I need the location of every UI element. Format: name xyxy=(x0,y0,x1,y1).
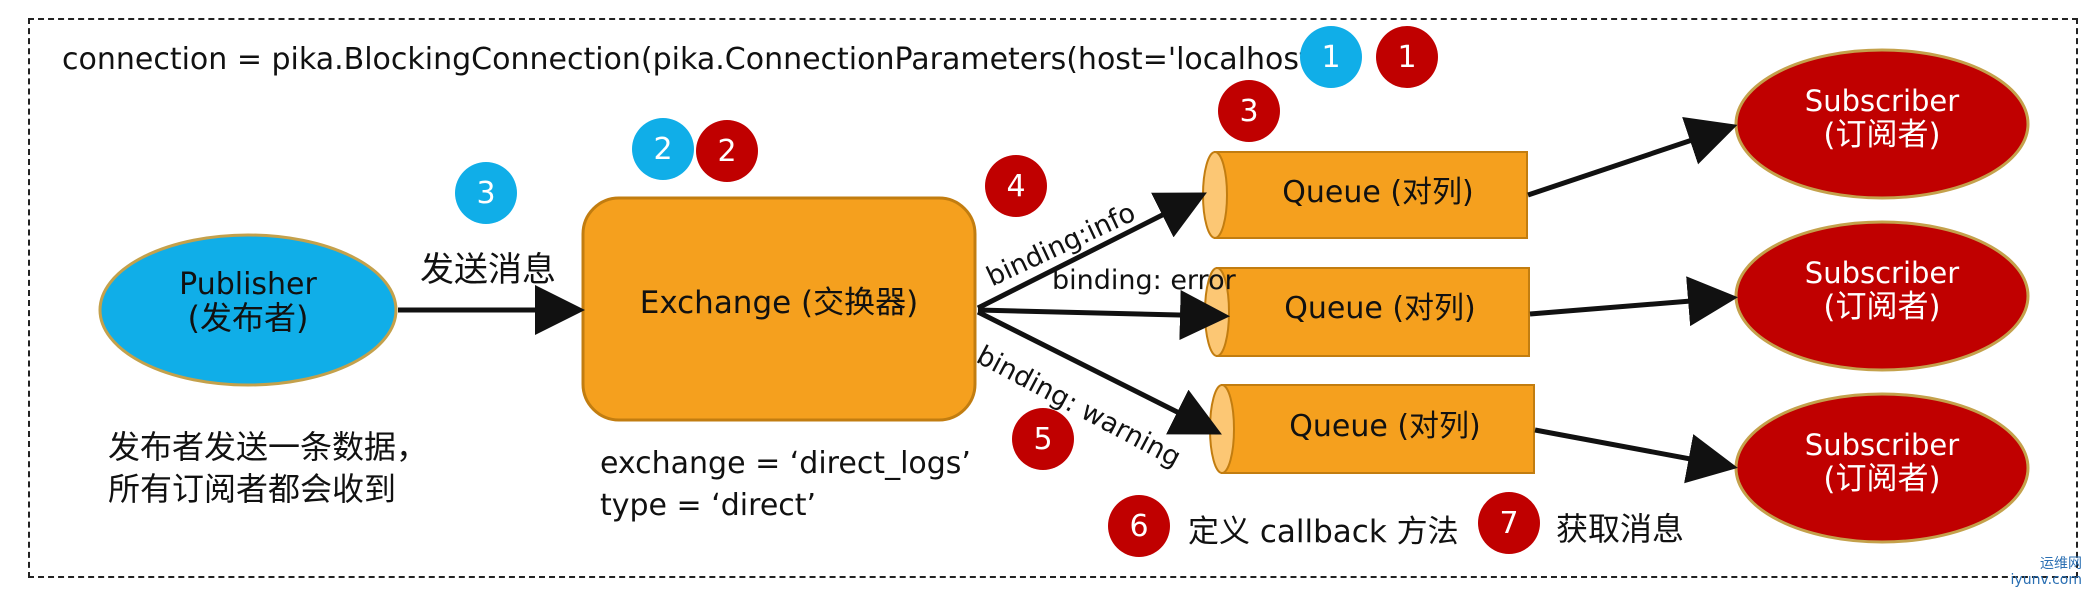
note-line1: 发布者发送一条数据， xyxy=(108,428,429,466)
subscriber-3-line2: (订阅者) xyxy=(1823,460,1941,497)
badge-step-7-red: 7 xyxy=(1478,492,1540,554)
arrow-queue2-to-subscriber2 xyxy=(1529,276,1738,327)
badge-step-5-red: 5 xyxy=(1012,408,1074,470)
watermark-line1: 运维网 xyxy=(2040,556,2082,573)
subscriber-2-line2: (订阅者) xyxy=(1823,288,1941,325)
badge-step-2-red: 2 xyxy=(696,120,758,182)
arrow-binding-error xyxy=(977,290,1230,341)
watermark-line2: iyunv.com xyxy=(2010,571,2082,588)
subscriber-1-line2: (订阅者) xyxy=(1823,116,1941,153)
diagram-frame xyxy=(28,18,2078,578)
publisher-label: Publisher (发布者) xyxy=(100,268,396,336)
badge-step-3-red: 3 xyxy=(1218,80,1280,142)
exchange-name-code: exchange = ‘direct_logs’ xyxy=(600,446,971,481)
queue-label-2: Queue (对列) xyxy=(1284,291,1476,326)
subscriber-1-line1: Subscriber xyxy=(1804,84,1960,118)
binding-error-label: binding: error xyxy=(1052,265,1236,296)
badge-step-4-red: 4 xyxy=(985,155,1047,217)
get-message-step-text: 获取消息 xyxy=(1556,510,1685,548)
queue-label-3: Queue (对列) xyxy=(1289,409,1481,444)
badge-step-1-red: 1 xyxy=(1376,26,1438,88)
arrow-binding-info xyxy=(976,192,1207,311)
exchange-type-code: type = ‘direct’ xyxy=(600,488,817,523)
queue-label-1: Queue (对列) xyxy=(1282,175,1474,210)
subscriber-label-2: Subscriber (订阅者) xyxy=(1736,256,2028,325)
arrow-binding-warning xyxy=(976,309,1222,435)
note-line2: 所有订阅者都会收到 xyxy=(108,470,397,508)
exchange-label: Exchange (交换器) xyxy=(639,285,919,321)
badge-step-3-blue: 3 xyxy=(455,162,517,224)
subscriber-label-1: Subscriber (订阅者) xyxy=(1736,84,2028,153)
queue-cylinder-1 xyxy=(1202,151,1528,239)
subscriber-3-line1: Subscriber xyxy=(1804,428,1960,462)
arrow-queue1-to-subscriber1 xyxy=(1527,117,1738,198)
subscriber-2-line1: Subscriber xyxy=(1804,256,1960,290)
publisher-label-line1: Publisher xyxy=(179,267,317,302)
queue-cylinder-3 xyxy=(1209,384,1535,474)
arrow-queue3-to-subscriber3 xyxy=(1534,427,1738,484)
connection-code: connection = pika.BlockingConnection(pik… xyxy=(62,42,1343,77)
watermark-logo: 运维网 iyunv.com xyxy=(2010,556,2082,588)
subscriber-label-3: Subscriber (订阅者) xyxy=(1736,428,2028,497)
publisher-node xyxy=(98,233,398,387)
badge-step-6-red: 6 xyxy=(1108,495,1170,557)
send-message-label: 发送消息 xyxy=(420,250,556,290)
badge-step-2-blue: 2 xyxy=(632,118,694,180)
badge-step-1-blue: 1 xyxy=(1300,26,1362,88)
publisher-label-line2: (发布者) xyxy=(187,299,309,337)
callback-step-text: 定义 callback 方法 xyxy=(1188,514,1459,550)
